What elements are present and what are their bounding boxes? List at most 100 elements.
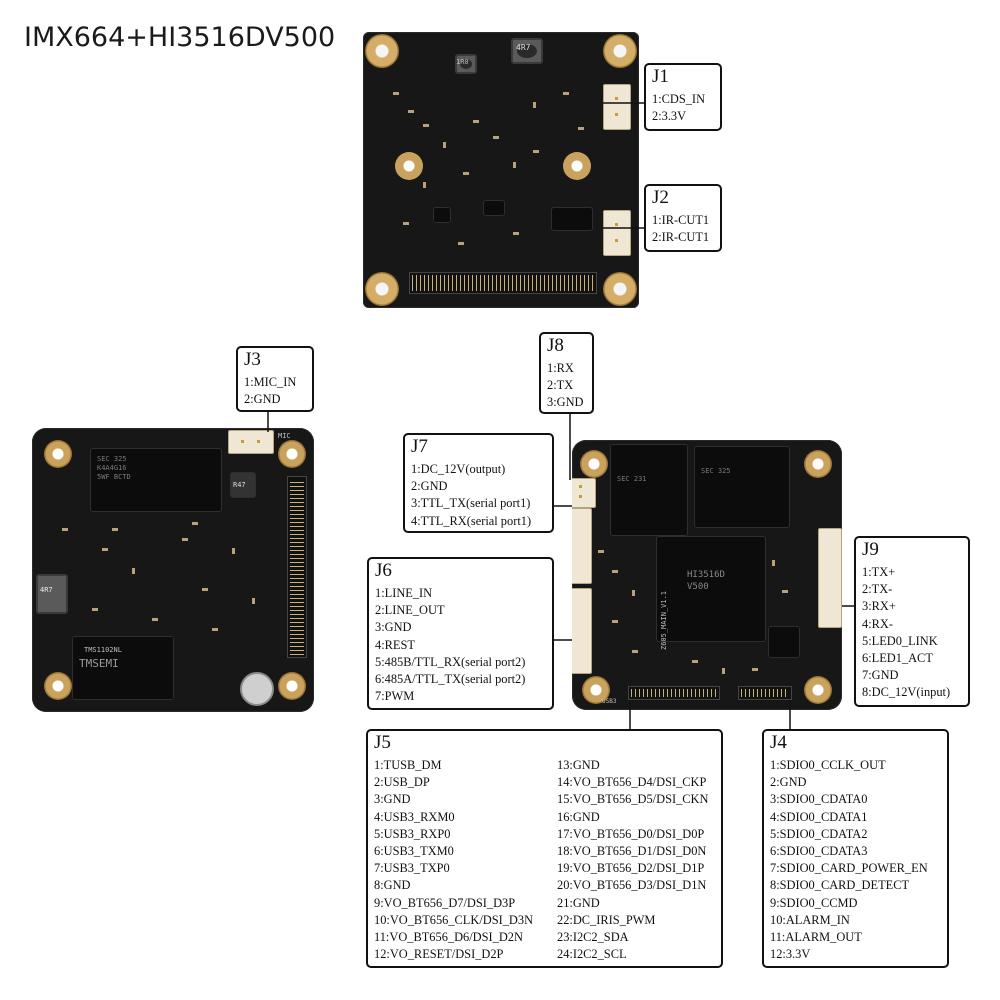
- silk-sec325: SEC 325: [701, 467, 731, 475]
- j9-label-box: J9 1:TX+ 2:TX- 3:RX+ 4:RX- 5:LED0_LINK 6…: [854, 536, 970, 707]
- j9-pin-1: 1:TX+: [862, 565, 896, 579]
- sensor-board-photo: 4R7 1R0: [363, 32, 639, 308]
- j4-label-box: J4 1:SDIO0_CCLK_OUT 2:GND 3:SDIO0_CDATA0…: [762, 729, 949, 968]
- j5-title: J5: [374, 732, 391, 753]
- j5-pin-21: 21:GND: [557, 895, 600, 910]
- silk-tms1102nl: TMS1102NL: [84, 646, 122, 654]
- j4-pin-11: 11:ALARM_OUT: [770, 930, 862, 945]
- silk-4r7-left: 4R7: [40, 586, 53, 594]
- silk-usb3: USB3: [602, 698, 617, 705]
- j1-label-box: J1 1:CDS_IN 2:3.3V: [644, 63, 722, 131]
- j2-connector: [603, 210, 631, 256]
- j8-pin-1: 1:RX: [547, 361, 574, 375]
- j7-pin-3: 3:TTL_TX(serial port1): [411, 496, 531, 511]
- j5-pin-16: 16:GND: [557, 809, 600, 824]
- j6-connector: [572, 588, 592, 674]
- j7-pin-4: 4:TTL_RX(serial port1): [411, 513, 532, 528]
- j1-pin-1: 1:CDS_IN: [652, 92, 706, 106]
- j4-pin-8: 8:SDIO0_CARD_DETECT: [770, 878, 910, 893]
- hi3516dv500-soc: HI3516D V500: [656, 536, 766, 642]
- j5-pin-19: 19:VO_BT656_D2/DSI_D1P: [557, 861, 705, 876]
- j6-label-box: J6 1:LINE_IN 2:LINE_OUT 3:GND 4:REST 5:4…: [367, 557, 554, 710]
- j9-title: J9: [862, 539, 879, 560]
- j6-pin-5: 5:485B/TTL_RX(serial port2): [375, 654, 526, 669]
- j8-label-box: J8 1:RX 2:TX 3:GND: [539, 332, 594, 414]
- j8-pin-3: 3:GND: [547, 395, 584, 410]
- j5-pin-1: 1:TUSB_DM: [374, 758, 442, 772]
- j4-pin-1: 1:SDIO0_CCLK_OUT: [770, 758, 886, 772]
- j5-pin-6: 6:USB3_TXM0: [374, 844, 454, 859]
- j4-pin-4: 4:SDIO0_CDATA1: [770, 809, 868, 824]
- silk-v500: V500: [687, 582, 709, 592]
- j4-pin-3: 3:SDIO0_CDATA0: [770, 792, 868, 807]
- j5-pin-3: 3:GND: [374, 792, 411, 807]
- j8-pin-2: 2:TX: [547, 378, 574, 393]
- j5-pin-20: 20:VO_BT656_D3/DSI_D1N: [557, 878, 707, 893]
- j6-pin-1: 1:LINE_IN: [375, 586, 433, 600]
- j9-pin-8: 8:DC_12V(input): [862, 685, 951, 700]
- j7-pin-1: 1:DC_12V(output): [411, 462, 506, 476]
- j9-pin-5: 5:LED0_LINK: [862, 633, 938, 648]
- j5-pin-24: 24:I2C2_SCL: [557, 947, 627, 962]
- j6-pin-6: 6:485A/TTL_TX(serial port2): [375, 672, 526, 687]
- j1-pin-2: 2:3.3V: [652, 109, 687, 124]
- j9-pin-6: 6:LED1_ACT: [862, 651, 933, 666]
- main-board-front-photo: SEC 231 SEC 325 HI3516D V500 Z605_MAIN_V…: [572, 440, 842, 710]
- j7-label-box: J7 1:DC_12V(output) 2:GND 3:TTL_TX(seria…: [403, 433, 554, 533]
- silk-tmsemi: TMSEMI: [79, 657, 119, 670]
- j7-connector: [572, 508, 592, 584]
- j1-connector: [603, 84, 631, 130]
- j5-pin-8: 8:GND: [374, 878, 411, 893]
- j4-title: J4: [770, 732, 787, 753]
- j3-pin-2: 2:GND: [244, 392, 281, 407]
- j6-pin-4: 4:REST: [375, 637, 415, 652]
- j6-pin-7: 7:PWM: [375, 689, 415, 704]
- j4-pin-6: 6:SDIO0_CDATA3: [770, 844, 868, 859]
- j5-pin-9: 9:VO_BT656_D7/DSI_D3P: [374, 895, 516, 910]
- silk-4r7: 4R7: [516, 43, 531, 52]
- j5-connector: [628, 686, 720, 700]
- j9-pin-7: 7:GND: [862, 668, 899, 683]
- page-title: IMX664+HI3516DV500: [24, 22, 336, 53]
- j4-pin-2: 2:GND: [770, 775, 807, 790]
- j6-title: J6: [375, 560, 392, 581]
- j7-title: J7: [411, 436, 428, 457]
- j2-pin-1: 1:IR-CUT1: [652, 213, 710, 227]
- j3-pin-1: 1:MIC_IN: [244, 375, 297, 389]
- j9-pin-3: 3:RX+: [862, 599, 896, 614]
- j5-pin-11: 11:VO_BT656_D6/DSI_D2N: [374, 930, 523, 945]
- main-board-back-photo: SEC 325 K4A4G16 5WF BCTD TMSEMI TMS1102N…: [32, 428, 314, 712]
- j5-pin-23: 23:I2C2_SDA: [557, 930, 629, 945]
- j5-pin-14: 14:VO_BT656_D4/DSI_CKP: [557, 775, 707, 790]
- j4-pin-10: 10:ALARM_IN: [770, 912, 850, 927]
- j3-label-box: J3 1:MIC_IN 2:GND: [236, 346, 314, 412]
- j2-label-box: J2 1:IR-CUT1 2:IR-CUT1: [644, 184, 722, 252]
- j5-pin-18: 18:VO_BT656_D1/DSI_D0N: [557, 844, 707, 859]
- j4-pin-5: 5:SDIO0_CDATA2: [770, 826, 868, 841]
- silk-r47: R47: [233, 481, 246, 489]
- j2-pin-2: 2:IR-CUT1: [652, 230, 710, 245]
- silk-board-name: Z605_MAIN_V1.1: [660, 590, 668, 650]
- j6-pin-2: 2:LINE_OUT: [375, 603, 445, 618]
- j9-pin-2: 2:TX-: [862, 582, 893, 597]
- j3-title: J3: [244, 349, 261, 370]
- j6-pin-3: 3:GND: [375, 620, 412, 635]
- silk-mic: MIC: [278, 432, 291, 440]
- j8-connector: [572, 478, 596, 508]
- silk-hi3516d: HI3516D: [687, 570, 725, 580]
- j2-title: J2: [652, 187, 669, 208]
- j4-connector: [738, 686, 792, 700]
- j9-connector: [818, 528, 842, 628]
- j8-title: J8: [547, 335, 564, 356]
- j5-pin-13: 13:GND: [557, 758, 600, 772]
- j5-pin-17: 17:VO_BT656_D0/DSI_D0P: [557, 826, 705, 841]
- j5-pin-10: 10:VO_BT656_CLK/DSI_D3N: [374, 912, 534, 927]
- back-fpc-connector: [287, 476, 307, 658]
- sensor-fpc-connector: [409, 272, 597, 294]
- j4-pin-9: 9:SDIO0_CCMD: [770, 895, 858, 910]
- j1-title: J1: [652, 66, 669, 87]
- silk-1r0: 1R0: [456, 58, 469, 66]
- silk-sec231: SEC 231: [617, 475, 647, 483]
- j5-pin-5: 5:USB3_RXP0: [374, 826, 451, 841]
- j5-pin-12: 12:VO_RESET/DSI_D2P: [374, 947, 504, 962]
